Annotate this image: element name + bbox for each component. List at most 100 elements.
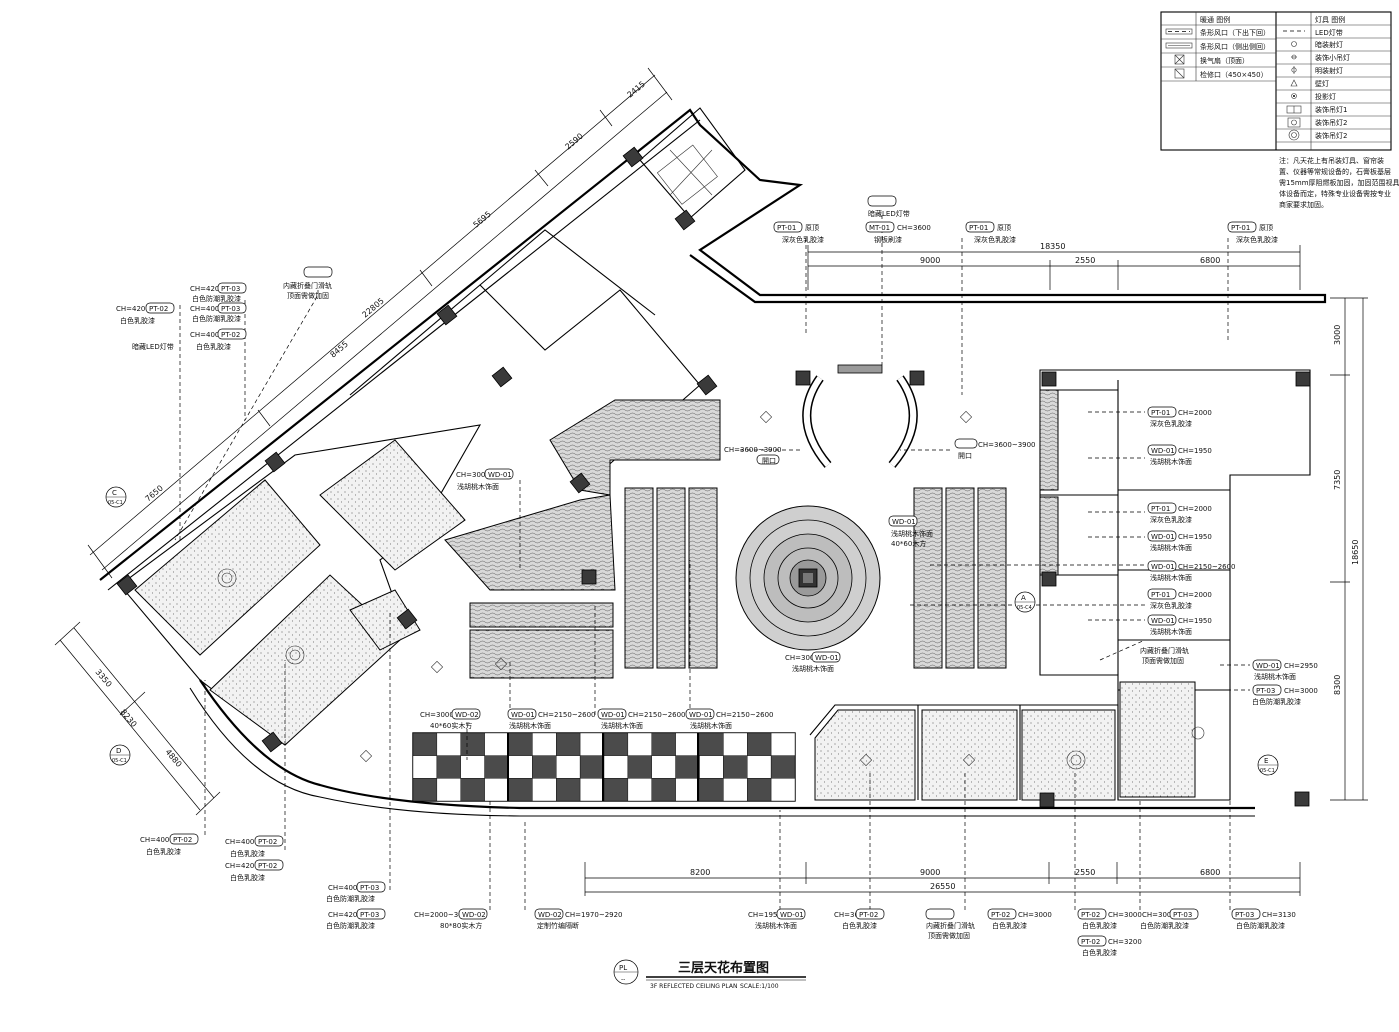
pendant-light-icon bbox=[285, 645, 305, 665]
svg-text:白色乳胶漆: 白色乳胶漆 bbox=[120, 316, 155, 325]
callout-left-4: CH=4000 PT-02 白色乳胶漆 bbox=[190, 328, 247, 351]
checker-cell bbox=[603, 732, 629, 756]
svg-text:WD-02: WD-02 bbox=[538, 911, 562, 919]
checker-cell bbox=[747, 778, 772, 802]
checker-cell bbox=[484, 732, 509, 756]
svg-text:浅胡桃木饰面: 浅胡桃木饰面 bbox=[1254, 672, 1296, 681]
callout-right-3: PT-01 CH=2000 深灰色乳胶漆 bbox=[1147, 502, 1212, 524]
callout-left-3: CH=4000 PT-03 白色防潮乳胶漆 bbox=[190, 302, 247, 323]
svg-text:CH=2150~2600: CH=2150~2600 bbox=[1178, 563, 1236, 571]
callout-right-9: WD-01 CH=2950 浅胡桃木饰面 bbox=[1252, 659, 1318, 681]
svg-text:CH=1950: CH=1950 bbox=[1178, 533, 1212, 541]
legend-hvac-item: 条形风口（侧出侧回） bbox=[1200, 42, 1270, 51]
svg-text:WD-02: WD-02 bbox=[462, 911, 486, 919]
strip-diffuser-down-icon bbox=[1165, 28, 1193, 35]
pendant-light-icon bbox=[217, 568, 237, 588]
svg-text:CH=1950: CH=1950 bbox=[1178, 447, 1212, 455]
callout-pt01-top-right: PT-01 原顶 深灰色乳胶漆 bbox=[1227, 221, 1278, 244]
svg-text:钢板刷漆: 钢板刷漆 bbox=[874, 235, 902, 244]
callout-left-5: 暗藏LED灯带 bbox=[132, 342, 174, 351]
svg-text:WD-01: WD-01 bbox=[1256, 662, 1280, 670]
callout-wd01-b: WD-01 CH=2150~2600 浅胡桃木饰面 bbox=[507, 708, 596, 730]
callout-pt01-top-mid: PT-01 原顶 深灰色乳胶漆 bbox=[965, 221, 1016, 244]
legend-note: 注：凡天花上有吊装灯具、窗帘装 置、仪器等常规设备的，石膏板基层 需15mm厚阻… bbox=[1279, 156, 1399, 209]
right-dimension-chain: 3000 7350 18650 8300 bbox=[1330, 297, 1368, 801]
legend-light-item: 装饰吊灯2 bbox=[1315, 118, 1347, 127]
svg-text:商家要求加固。: 商家要求加固。 bbox=[1279, 200, 1328, 209]
checker-cell bbox=[532, 778, 557, 802]
svg-text:浅胡桃木饰面: 浅胡桃木饰面 bbox=[601, 721, 643, 730]
svg-text:CH=3600~3900: CH=3600~3900 bbox=[724, 446, 782, 454]
svg-text:深灰色乳胶漆: 深灰色乳胶漆 bbox=[1236, 235, 1278, 244]
svg-text:CH=2000: CH=2000 bbox=[1178, 409, 1212, 417]
top-dimension-chain: 18350 9000 2550 6800 bbox=[807, 242, 1301, 290]
checker-cell bbox=[603, 755, 629, 779]
svg-text:浅胡桃木饰面: 浅胡桃木饰面 bbox=[792, 664, 834, 673]
svg-text:WD-02: WD-02 bbox=[455, 711, 479, 719]
svg-text:PT-02: PT-02 bbox=[1081, 938, 1100, 946]
legend-light-header: 灯具 图例 bbox=[1315, 15, 1345, 24]
svg-text:顶面需做加固: 顶面需做加固 bbox=[287, 291, 329, 300]
svg-text:CH=4200: CH=4200 bbox=[190, 285, 224, 293]
svg-text:CH=1970~2920: CH=1970~2920 bbox=[565, 911, 623, 919]
svg-text:CH=2000~3000: CH=2000~3000 bbox=[414, 911, 472, 919]
decor-lamp-icon bbox=[359, 749, 373, 763]
callout-left-2: CH=4200 PT-02 白色乳胶漆 bbox=[116, 302, 175, 325]
svg-text:PT-02: PT-02 bbox=[149, 305, 168, 313]
svg-text:白色乳胶漆: 白色乳胶漆 bbox=[1082, 948, 1117, 957]
checker-cell bbox=[508, 755, 533, 779]
arc-partition bbox=[802, 364, 918, 468]
svg-text:白色防潮乳胶漆: 白色防潮乳胶漆 bbox=[192, 294, 241, 303]
svg-text:WD-01: WD-01 bbox=[892, 518, 916, 526]
svg-text:需15mm厚阻燃板加固，加固范围视具: 需15mm厚阻燃板加固，加固范围视具 bbox=[1279, 178, 1399, 187]
access-panel-icon bbox=[1174, 68, 1185, 79]
checker-cell bbox=[627, 755, 652, 779]
drawing-scale: SCALE:1/100 bbox=[740, 983, 779, 990]
svg-text:05-C4: 05-C4 bbox=[1017, 605, 1032, 611]
svg-text:CH=4200: CH=4200 bbox=[116, 305, 150, 313]
dim-top-c: 6800 bbox=[1200, 256, 1220, 265]
callout-mt01-top: MT-01 CH=3600 钢板刷漆 bbox=[865, 221, 931, 244]
section-marker-c: C 05-C1 bbox=[105, 486, 127, 508]
callout-right-4: WD-01 CH=1950 浅胡桃木饰面 bbox=[1147, 530, 1212, 552]
svg-text:80*80实木方: 80*80实木方 bbox=[440, 921, 482, 930]
svg-text:浅胡桃木饰面: 浅胡桃木饰面 bbox=[1150, 573, 1192, 582]
svg-text:CH=2150~2600: CH=2150~2600 bbox=[716, 711, 774, 719]
projector-lamp-icon bbox=[1291, 93, 1297, 99]
pendant-2-icon bbox=[1287, 117, 1301, 128]
svg-text:CH=4200: CH=4200 bbox=[225, 862, 259, 870]
checker-cell bbox=[556, 778, 581, 802]
dim-top-a: 9000 bbox=[920, 256, 940, 265]
callout-bottom-11: PT-02 CH=3000 白色乳胶漆 bbox=[987, 908, 1052, 930]
bottom-dimension-chain: 8200 9000 2550 6800 26550 bbox=[584, 862, 1301, 896]
decor-lamp-icon bbox=[859, 753, 873, 767]
legend-hvac-item: 换气扇（顶面） bbox=[1200, 56, 1249, 65]
svg-text:白色防潮乳胶漆: 白色防潮乳胶漆 bbox=[326, 921, 375, 930]
svg-text:WD-01: WD-01 bbox=[1151, 447, 1175, 455]
svg-text:浅胡桃木饰面: 浅胡桃木饰面 bbox=[1150, 627, 1192, 636]
svg-text:PT-01: PT-01 bbox=[1151, 409, 1170, 417]
svg-text:PT-02: PT-02 bbox=[258, 838, 277, 846]
svg-text:PT-01: PT-01 bbox=[969, 224, 988, 232]
callout-open-right: CH=3600~3900 開口 bbox=[954, 438, 1036, 460]
svg-text:浅胡桃木饰面: 浅胡桃木饰面 bbox=[891, 529, 933, 538]
callout-bottom-5: CH=4200 PT-03 白色防潮乳胶漆 bbox=[326, 908, 386, 930]
light-fixtures bbox=[217, 410, 1205, 770]
svg-text:CH=3000: CH=3000 bbox=[1142, 911, 1176, 919]
dim-diag-c: 5695 bbox=[472, 210, 493, 230]
checker-cell bbox=[699, 732, 724, 756]
svg-text:WD-01: WD-01 bbox=[511, 711, 535, 719]
mini-pendant-icon bbox=[1291, 54, 1297, 60]
checker-cell bbox=[436, 732, 461, 756]
svg-text:CH=3000: CH=3000 bbox=[785, 654, 819, 662]
checker-cell bbox=[699, 755, 724, 779]
checker-cell bbox=[460, 755, 485, 779]
svg-text:白色乳胶漆: 白色乳胶漆 bbox=[230, 873, 265, 882]
svg-text:白色乳胶漆: 白色乳胶漆 bbox=[1082, 921, 1117, 930]
svg-text:CH=4000: CH=4000 bbox=[328, 884, 362, 892]
callout-pt01-top-left: PT-01 原顶 深灰色乳胶漆 bbox=[773, 221, 824, 244]
callout-bottom-12: PT-02 CH=3000 白色乳胶漆 bbox=[1077, 908, 1142, 930]
svg-text:CH=2000: CH=2000 bbox=[1178, 505, 1212, 513]
svg-text:CH=4000: CH=4000 bbox=[190, 305, 224, 313]
svg-text:CH=3000: CH=3000 bbox=[834, 911, 868, 919]
